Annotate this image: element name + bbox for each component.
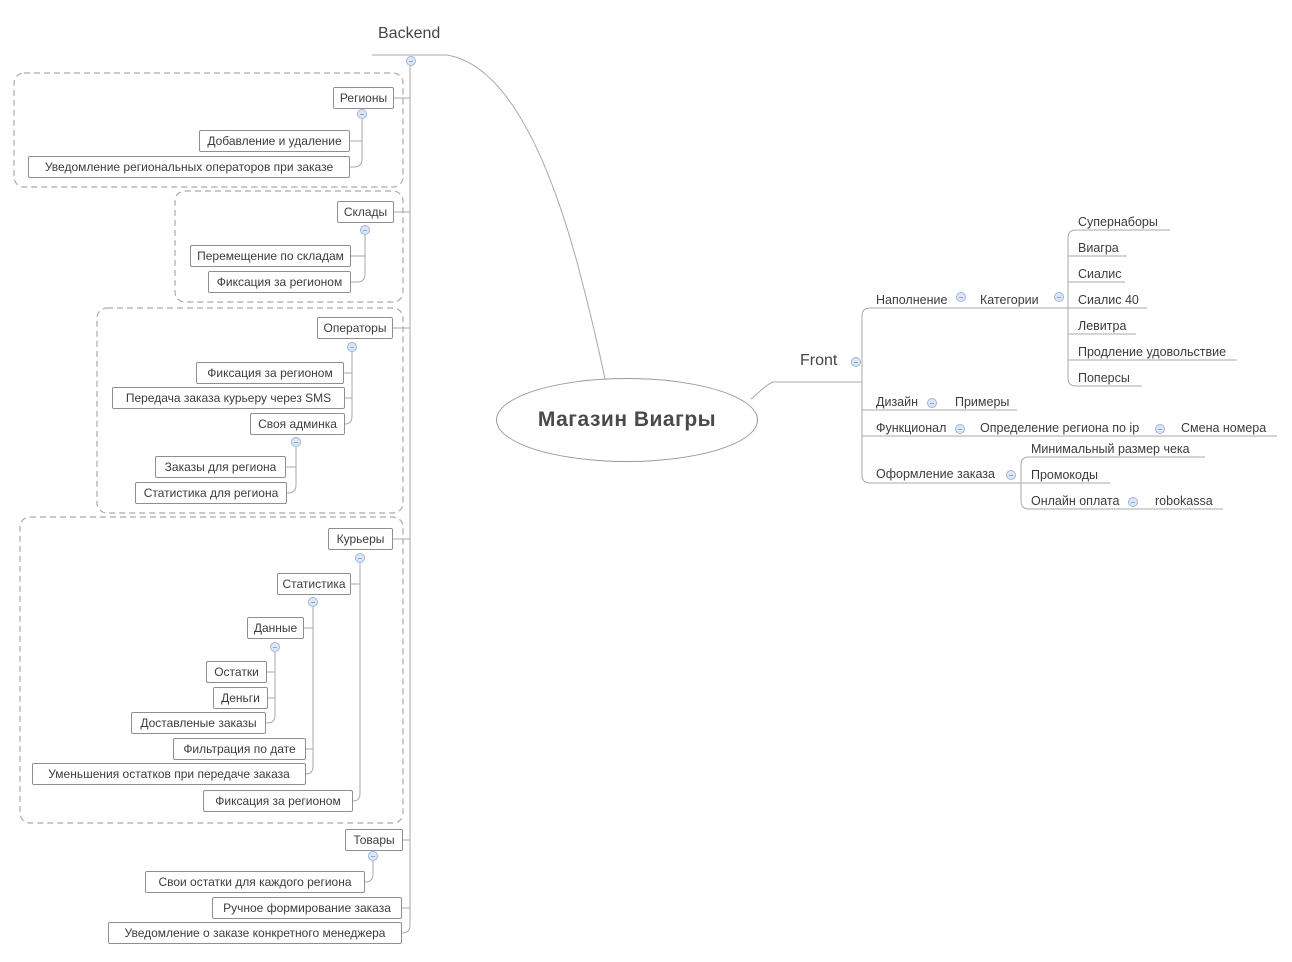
node-date-filter[interactable]: Фильтрация по дате — [173, 738, 306, 760]
boundary-couriers[interactable] — [19, 516, 404, 824]
node-stock[interactable]: Остатки — [206, 661, 267, 683]
collapse-handle-regions[interactable] — [357, 109, 367, 119]
node-warehouses[interactable]: Склады — [337, 201, 394, 223]
collapse-handle-backend[interactable] — [406, 56, 416, 66]
collapse-handle-design[interactable] — [927, 398, 937, 408]
collapse-handle-data[interactable] — [270, 642, 280, 652]
node-couriers-fix-region[interactable]: Фиксация за регионом — [203, 790, 353, 812]
node-manual-order[interactable]: Ручное формирование заказа — [212, 897, 402, 919]
node-own-admin[interactable]: Своя админка — [250, 413, 345, 435]
collapse-handle-statistics[interactable] — [308, 597, 318, 607]
node-warehouses-fix-region[interactable]: Фиксация за регионом — [208, 271, 351, 293]
node-stats-for-region[interactable]: Статистика для региона — [135, 482, 287, 504]
node-phone-change[interactable]: Смена номера — [1181, 421, 1267, 435]
node-online-payment[interactable]: Онлайн оплата — [1031, 494, 1120, 508]
collapse-handle-checkout[interactable] — [1006, 470, 1016, 480]
node-design-examples[interactable]: Примеры — [955, 395, 1010, 409]
node-warehouses-transfer[interactable]: Перемещение по складам — [190, 245, 351, 267]
node-regions-notify[interactable]: Уведомление региональных операторов при … — [28, 156, 350, 178]
node-region-by-ip[interactable]: Определение региона по ip — [980, 421, 1140, 435]
node-categories[interactable]: Категории — [980, 293, 1039, 307]
front-connectors — [750, 229, 1277, 510]
boundary-operators[interactable] — [96, 307, 404, 514]
node-own-stock-per-region[interactable]: Свои остатки для каждого региона — [145, 871, 365, 893]
backend-connectors — [266, 54, 606, 934]
node-delivered-orders[interactable]: Доставленые заказы — [131, 712, 266, 734]
node-checkout[interactable]: Оформление заказа — [876, 467, 995, 481]
collapse-handle-couriers[interactable] — [355, 553, 365, 563]
collapse-handle-warehouses[interactable] — [360, 225, 370, 235]
collapse-handle-functionality[interactable] — [955, 424, 965, 434]
node-money[interactable]: Деньги — [213, 687, 268, 709]
node-robokassa[interactable]: robokassa — [1155, 494, 1213, 508]
node-stock-decrease[interactable]: Уменьшения остатков при передаче заказа — [32, 763, 306, 785]
node-category-supersets[interactable]: Супернаборы — [1078, 215, 1158, 229]
node-category-cialis-40[interactable]: Сиалис 40 — [1078, 293, 1139, 307]
node-operators-fix-region[interactable]: Фиксация за регионом — [196, 362, 344, 384]
collapse-handle-operators[interactable] — [347, 342, 357, 352]
boundary-regions[interactable] — [13, 72, 404, 188]
node-design[interactable]: Дизайн — [876, 395, 919, 409]
node-statistics[interactable]: Статистика — [277, 573, 351, 595]
node-category-prolong[interactable]: Продление удовольствие — [1078, 345, 1227, 359]
node-operators[interactable]: Операторы — [317, 317, 393, 339]
collapse-handle-online-payment[interactable] — [1128, 497, 1138, 507]
node-regions-add-remove[interactable]: Добавление и удаление — [199, 130, 350, 152]
node-category-poppers[interactable]: Поперсы — [1078, 371, 1130, 385]
root-topic[interactable]: Магазин Виагры — [496, 378, 758, 462]
node-orders-for-region[interactable]: Заказы для региона — [155, 456, 286, 478]
branch-front[interactable]: Front — [800, 352, 838, 369]
node-category-cialis[interactable]: Сиалис — [1078, 267, 1122, 281]
node-regions[interactable]: Регионы — [333, 87, 394, 109]
collapse-handle-products[interactable] — [368, 851, 378, 861]
node-operators-sms[interactable]: Передача заказа курьеру через SMS — [112, 387, 345, 409]
boundary-warehouses[interactable] — [174, 190, 404, 303]
branch-backend[interactable]: Backend — [378, 25, 441, 42]
node-category-viagra[interactable]: Виагра — [1078, 241, 1119, 255]
node-category-levitra[interactable]: Левитра — [1078, 319, 1127, 333]
collapse-handle-own-admin[interactable] — [291, 437, 301, 447]
node-products[interactable]: Товары — [345, 829, 403, 851]
collapse-handle-content[interactable] — [956, 292, 966, 302]
node-data[interactable]: Данные — [247, 617, 304, 639]
collapse-handle-region-by-ip[interactable] — [1155, 424, 1165, 434]
node-promo-codes[interactable]: Промокоды — [1031, 468, 1098, 482]
node-couriers[interactable]: Курьеры — [328, 528, 393, 550]
node-manager-notification[interactable]: Уведомление о заказе конкретного менедже… — [108, 922, 402, 944]
node-content[interactable]: Наполнение — [876, 293, 948, 307]
collapse-handle-front[interactable] — [851, 357, 861, 367]
node-functionality[interactable]: Функционал — [876, 421, 947, 435]
node-min-order[interactable]: Минимальный размер чека — [1031, 442, 1190, 456]
collapse-handle-categories[interactable] — [1054, 292, 1064, 302]
